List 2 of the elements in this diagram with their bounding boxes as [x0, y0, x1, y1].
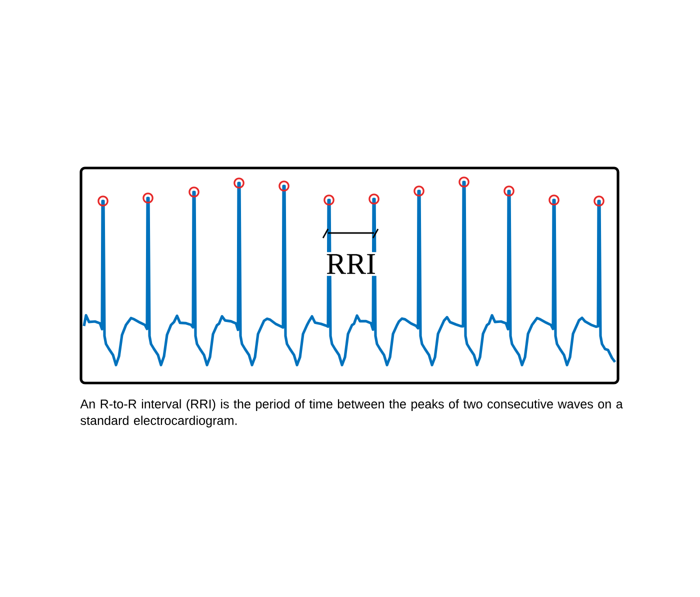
caption: An R-to-R interval (RRI) is the period of time between the peaks of two consecutive waves on a standard electrocardiogram. — [80, 399, 623, 428]
interval-label: RRI — [325, 252, 377, 276]
